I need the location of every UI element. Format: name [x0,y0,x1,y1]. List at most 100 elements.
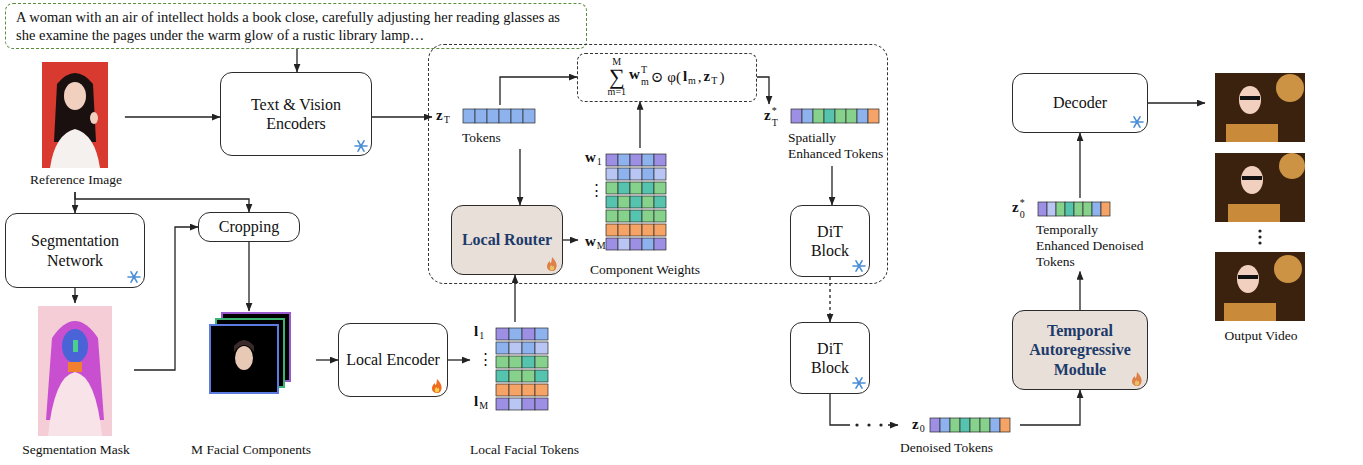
token-cell [642,224,654,236]
connector-arrow [372,116,432,117]
connector-arrow [563,239,578,240]
token-cell [1038,202,1047,216]
math-symbol: , [698,70,702,85]
math-label: l1 [474,324,484,341]
facial-components-stack [210,313,290,393]
temporal-module: Temporal Autoregressive Module [1012,310,1148,390]
token-cell [1074,202,1083,216]
token-cell [606,224,618,236]
output-video: Output Video [1205,70,1317,350]
caption: ⋮ [589,181,604,199]
node-label: A woman with an air of intellect holds a… [16,8,576,44]
output-frame [1215,73,1305,142]
token-cell [509,328,522,340]
math-group: wTm [629,67,649,87]
trainable-icon [432,379,442,393]
token-cell [496,342,509,354]
token-sequence: zTTokens [432,105,542,149]
node-label: Local Encoder [346,350,440,369]
token-cell [980,418,990,432]
math-symbol: z [704,69,711,84]
node-label: DiT Block [797,222,863,260]
node-label: DiT Block [797,339,863,377]
caption: M Facial Components [186,442,316,458]
math-symbol: w [585,234,596,249]
connector-arrow [296,49,297,72]
token-cell [813,109,824,123]
frozen-icon [128,272,140,282]
token-cell [606,168,618,180]
math-symbol: z [764,108,771,123]
node-label: Segmentation Network [12,231,138,269]
token-cell [509,356,522,368]
connector-arrow [316,359,338,360]
math-symbol: m=1 [608,87,626,97]
token-cell [496,384,509,396]
connector-arrow [831,166,832,205]
token-cell [618,182,630,194]
reference-portrait [42,62,108,168]
component-frame [216,319,284,387]
math-symbol: 0 [920,424,925,434]
token-cell [642,182,654,194]
token-bar [1038,202,1110,216]
token-cell [618,224,630,236]
local-token-cells [496,328,548,410]
token-cell [522,356,535,368]
math-group: lm [683,69,696,86]
math-symbol: * [1020,198,1025,208]
token-sequence: z*0Temporally Enhanced Denoised Tokens [1008,198,1156,271]
token-cell [642,154,654,166]
formula-box: M∑m=1wTm⊙φ(lm,zT) [577,53,757,102]
encoder-box: Local Encoder [338,323,448,397]
math-symbol: ) [719,70,724,85]
token-cell [1065,202,1074,216]
token-cell [606,196,618,208]
token-cell [630,196,642,208]
token-cell [654,154,666,166]
token-cell [509,342,522,354]
dot [1258,235,1261,238]
token-cell [824,109,835,123]
mask-hair [46,321,104,420]
line-gap [850,419,888,431]
script-stack: *T [772,106,778,128]
lamp-glow [1279,153,1305,179]
connector-arrow [1148,102,1205,103]
math-symbol: φ( [667,70,681,85]
decoder-box: Decoder [1012,73,1148,133]
token-cell [618,238,630,250]
token-cell [930,418,940,432]
token-cell [791,109,802,123]
component-frame [222,313,290,381]
token-cell [950,418,960,432]
caption: ⋮ [478,350,493,368]
token-cell [630,238,642,250]
token-cell [522,370,535,382]
token-cell [1101,202,1110,216]
portrait-hair [54,73,96,142]
token-cell [802,109,813,123]
token-sequence: z*T Spatially Enhanced Tokens [760,104,886,166]
token-cell [511,109,523,123]
frame-glasses [1240,96,1260,100]
frame-face [1241,166,1263,194]
token-cell [1000,418,1010,432]
segmentation-mask-image [38,306,112,436]
frame-background [1215,73,1305,142]
frame-face [1239,86,1261,114]
connector-arrow [74,192,75,213]
frozen-icon [853,378,865,388]
token-cell [522,328,535,340]
facial-components: M Facial Components [186,311,316,463]
token-cell [630,168,642,180]
token-cell [654,238,666,250]
token-cell [990,418,1000,432]
caption: Segmentation Mask [18,442,134,458]
encoder-box: Text & Vision Encoders [220,72,372,156]
router-box: Local Router [451,205,563,275]
connector-arrow [514,275,515,322]
token-cell [535,370,548,382]
dot [867,423,870,426]
caption: Spatially Enhanced Tokens [788,130,884,162]
